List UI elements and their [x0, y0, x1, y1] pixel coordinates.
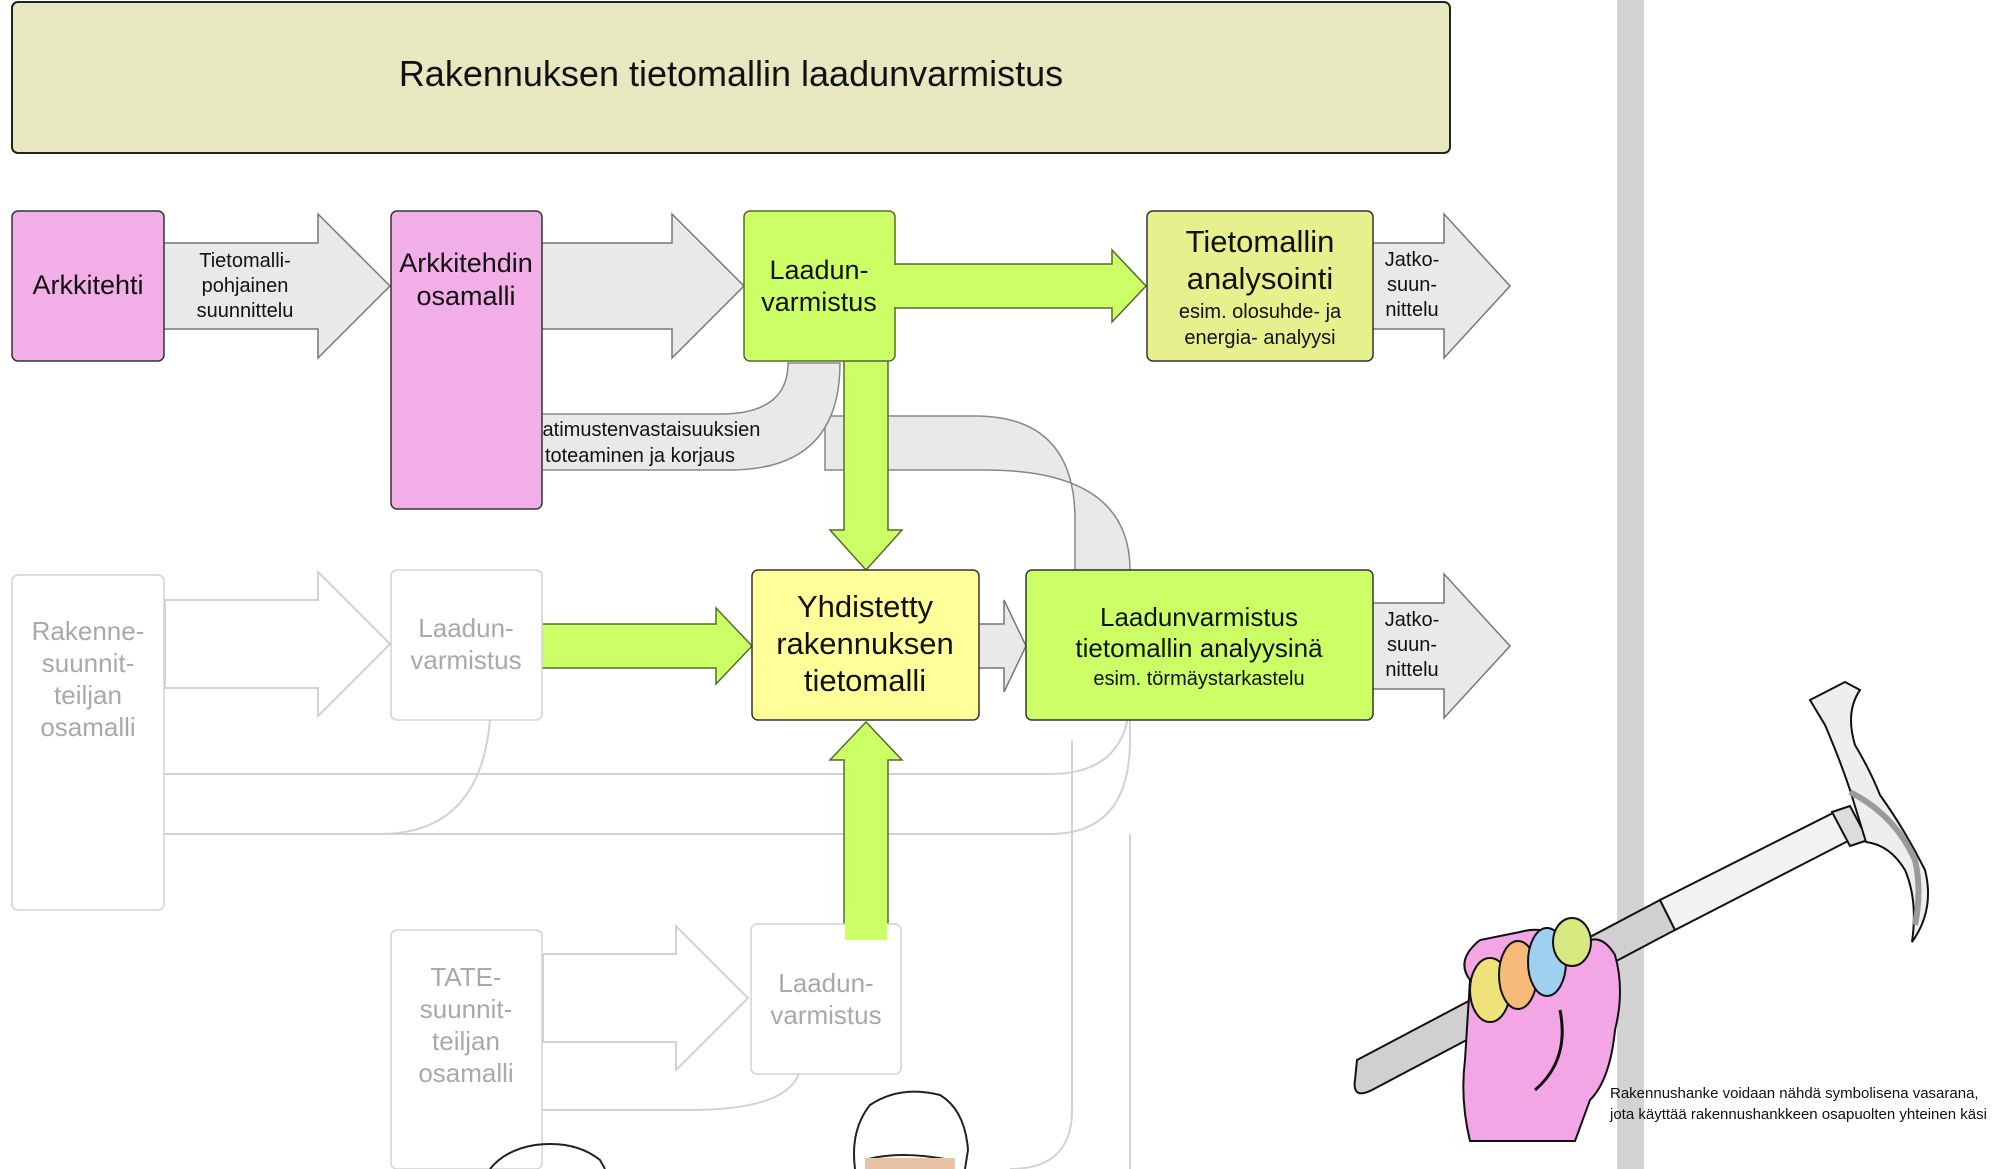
- analyysina-2: tietomallin analyysinä: [1075, 633, 1323, 663]
- analysointi-1: Tietomallin: [1186, 224, 1335, 259]
- title-box: [11, 1, 1451, 154]
- faded-arrows: [126, 569, 1131, 1169]
- return-arc-outer: [824, 415, 1131, 571]
- jatko-top-1: Jatko-: [1385, 249, 1439, 271]
- rakenne-1: Rakenne-: [32, 616, 145, 646]
- vaatimusten-label-1: Vaatimustenvastaisuuksien: [520, 419, 761, 441]
- caption-line-2: jota käyttää rakennushankkeen osapuolten…: [1609, 1106, 1987, 1123]
- rakenne-3: teiljan: [54, 680, 122, 710]
- arrow-osamalli-to-laadun: [539, 212, 746, 360]
- analyysina-1: Laadunvarmistus: [1100, 602, 1298, 632]
- tietomallipohjainen-2: pohjainen: [202, 275, 289, 297]
- box-arkkitehti: [11, 210, 165, 362]
- tate-3: teiljan: [432, 1026, 500, 1056]
- jatko-mid-3: nittelu: [1385, 659, 1438, 681]
- analysointi-2: analysointi: [1187, 261, 1333, 296]
- box-rakenne: [11, 574, 165, 911]
- vaatimusten-label-2: toteaminen ja korjaus: [545, 445, 735, 467]
- caption-line-1: Rakennushanke voidaan nähdä symbolisena …: [1610, 1085, 1979, 1102]
- tate-4: osamalli: [418, 1058, 513, 1088]
- arrow-yhdistetty-to-analyysi: [977, 599, 1027, 693]
- laadun-rakenne-1: Laadun-: [418, 613, 513, 643]
- tietomallipohjainen-1: Tietomalli-: [199, 250, 291, 272]
- laadun-top-1: Laadun-: [769, 255, 868, 285]
- jatko-mid-1: Jatko-: [1385, 609, 1439, 631]
- tate-2: suunnit-: [420, 994, 513, 1024]
- tate-1: TATE-: [430, 962, 501, 992]
- rakenne-4: osamalli: [40, 712, 135, 742]
- analysointi-sub-1: esim. olosuhde- ja: [1179, 301, 1342, 323]
- yhdistetty-1: Yhdistetty: [797, 589, 934, 624]
- laadun-tate-1: Laadun-: [778, 968, 873, 998]
- laadun-rakenne-2: varmistus: [410, 645, 521, 675]
- green-stem-over-tate: [845, 920, 887, 940]
- arrow-jatko-mid: [1371, 572, 1512, 720]
- arkkitehti-label: Arkkitehti: [32, 270, 143, 300]
- analysointi-sub-2: energia- analyysi: [1184, 327, 1335, 349]
- people-sketch: [489, 1090, 970, 1169]
- arrow-tietomallipohjainen: [162, 212, 392, 360]
- arrow-jatko-top: [1371, 212, 1512, 360]
- box-laadunvarmistus-top: [743, 210, 896, 362]
- green-stem-down-over-box: [845, 340, 887, 360]
- side-bar: [1617, 0, 1644, 1169]
- box-tate: [390, 929, 543, 1169]
- tietomallipohjainen-3: suunnittelu: [197, 300, 294, 322]
- jatko-top-3: nittelu: [1385, 299, 1438, 321]
- box-yhdistetty: [751, 569, 980, 721]
- analyysina-sub: esim. törmäystarkastelu: [1093, 668, 1304, 690]
- jatko-top-2: suun-: [1387, 274, 1437, 296]
- box-laadunvarmistus-analyysina: [1025, 569, 1374, 721]
- box-arkkitehdin-osamalli: [390, 210, 543, 510]
- laadun-tate-2: varmistus: [770, 1000, 881, 1030]
- green-stem-over-box: [880, 265, 896, 307]
- green-arrow-up: [828, 720, 904, 941]
- box-laadunvarmistus-tate: [750, 923, 902, 1075]
- green-arrow-right-mid: [529, 606, 754, 686]
- green-arrow-down: [828, 355, 904, 572]
- arkkitehdin-label-1: Arkkitehdin: [399, 248, 533, 278]
- box-tietomallin-analysointi: [1146, 210, 1374, 362]
- laadun-top-2: varmistus: [761, 287, 877, 317]
- yhdistetty-3: tietomalli: [804, 663, 926, 698]
- yhdistetty-2: rakennuksen: [776, 626, 954, 661]
- hammer-illustration: [1353, 680, 1929, 1142]
- arkkitehdin-label-2: osamalli: [416, 281, 515, 311]
- rakenne-2: suunnit-: [42, 648, 135, 678]
- page-title: Rakennuksen tietomallin laadunvarmistus: [399, 53, 1063, 94]
- green-arrow-right-top: [879, 248, 1148, 324]
- jatko-mid-2: suun-: [1387, 634, 1437, 656]
- box-laadunvarmistus-rakenne: [390, 569, 543, 721]
